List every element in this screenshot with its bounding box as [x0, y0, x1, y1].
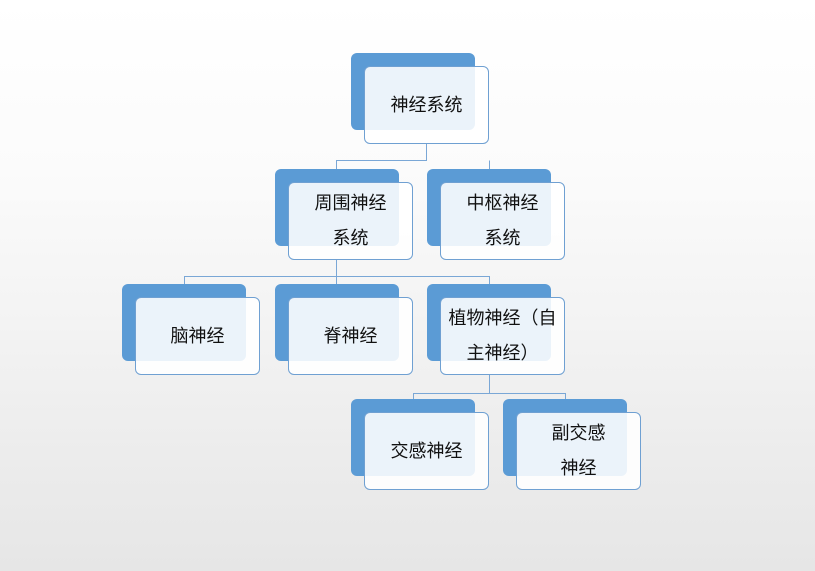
connector-root [336, 144, 490, 169]
node-autonomic[interactable]: 植物神经（自主神经） [427, 284, 565, 375]
node-box: 交感神经 [364, 412, 489, 490]
node-label: 神经系统 [390, 94, 463, 116]
connector-autonomic [413, 375, 566, 399]
node-label: 副交感神经 [551, 423, 606, 479]
node-box: 神经系统 [364, 66, 489, 144]
node-cranial[interactable]: 脑神经 [122, 284, 260, 375]
node-label: 脊神经 [323, 325, 378, 347]
node-box: 周围神经系统 [288, 182, 413, 260]
node-label: 植物神经（自主神经） [448, 308, 557, 364]
node-peripheral[interactable]: 周围神经系统 [275, 169, 413, 260]
node-label: 中枢神经系统 [466, 193, 539, 249]
node-nervous-system[interactable]: 神经系统 [351, 53, 489, 144]
node-spinal[interactable]: 脊神经 [275, 284, 413, 375]
connector-peripheral [184, 260, 490, 284]
node-box: 中枢神经系统 [440, 182, 565, 260]
node-central[interactable]: 中枢神经系统 [427, 169, 565, 260]
node-sympathetic[interactable]: 交感神经 [351, 399, 489, 490]
node-box: 副交感神经 [516, 412, 641, 490]
node-box: 脊神经 [288, 297, 413, 375]
node-box: 植物神经（自主神经） [440, 297, 565, 375]
node-parasympathetic[interactable]: 副交感神经 [503, 399, 641, 490]
node-box: 脑神经 [135, 297, 260, 375]
node-label: 脑神经 [170, 325, 225, 347]
node-label: 周围神经系统 [314, 193, 387, 249]
node-label: 交感神经 [390, 440, 463, 462]
